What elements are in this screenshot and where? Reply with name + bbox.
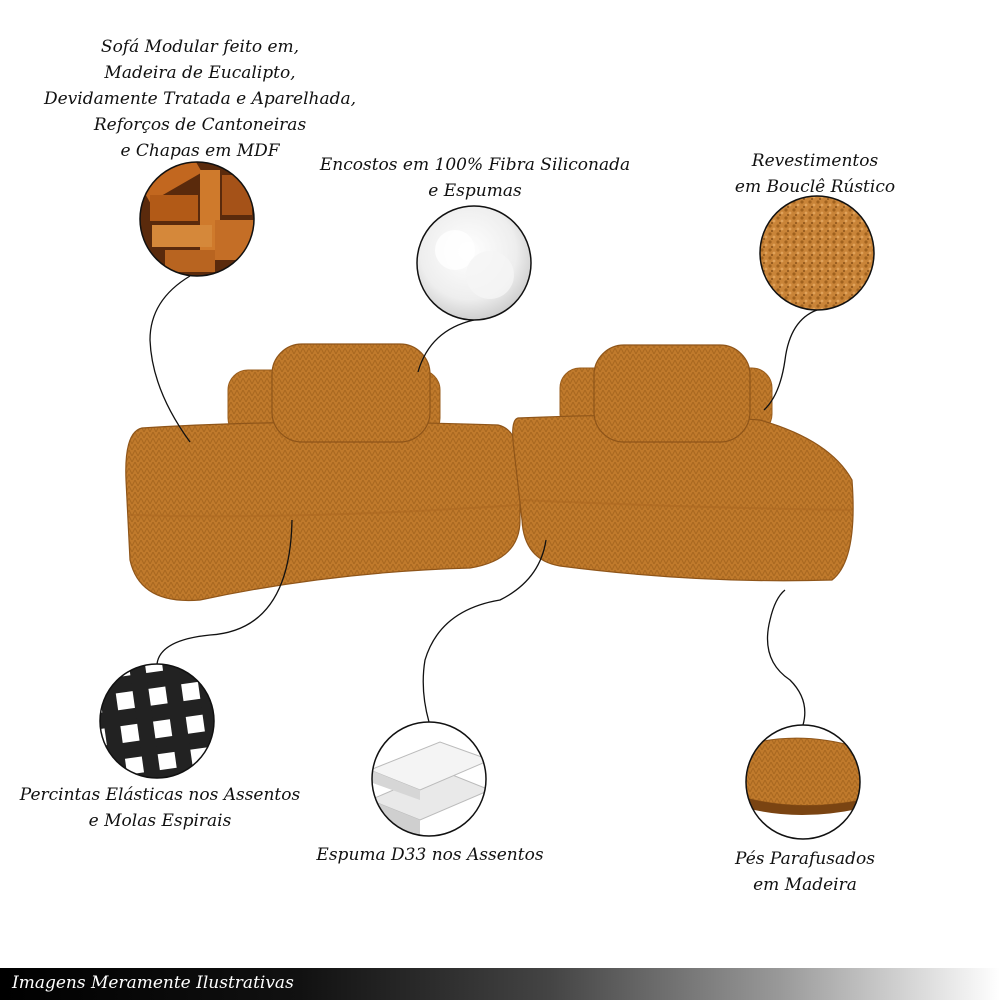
caption-line: Devidamente Tratada e Aparelhada,	[43, 89, 357, 109]
caption-line: e Espumas	[428, 181, 522, 201]
caption-line: Madeira de Eucalipto,	[104, 63, 296, 83]
wood-material-icon	[139, 161, 255, 277]
sofa-right-module	[512, 344, 854, 582]
connector-wood	[149, 275, 191, 443]
caption-line: Sofá Modular feito em,	[100, 37, 300, 57]
elastic-straps-icon	[99, 663, 215, 779]
caption-line: Pés Parafusados	[735, 849, 875, 869]
caption-line: em Bouclê Rústico	[734, 177, 896, 197]
boucle-fabric-icon	[759, 195, 875, 311]
fiber-material-icon	[416, 205, 532, 321]
caption-wood: Sofá Modular feito em, Madeira de Eucali…	[40, 34, 360, 164]
caption-line: e Molas Espirais	[88, 811, 232, 831]
caption-line: em Madeira	[753, 875, 857, 895]
feet-detail-icon	[745, 724, 861, 840]
caption-straps: Percintas Elásticas nos Assentos e Molas…	[10, 782, 310, 834]
caption-line: Encostos em 100% Fibra Siliconada	[319, 155, 631, 175]
connector-lines	[149, 275, 818, 726]
connector-fiber	[417, 319, 475, 373]
caption-line: e Chapas em MDF	[120, 141, 280, 161]
caption-fiber: Encostos em 100% Fibra Siliconada e Espu…	[310, 152, 640, 204]
connector-feet	[766, 589, 806, 726]
footer-disclaimer: Imagens Meramente Ilustrativas	[12, 973, 294, 993]
caption-line: Percintas Elásticas nos Assentos	[19, 785, 301, 805]
foam-layers-icon	[371, 721, 487, 837]
footer-banner: Imagens Meramente Ilustrativas	[0, 968, 1000, 1000]
connector-foam	[422, 539, 547, 723]
caption-feet: Pés Parafusados em Madeira	[710, 846, 900, 898]
caption-line: Reforços de Cantoneiras	[93, 115, 307, 135]
caption-boucle: Revestimentos em Bouclê Rústico	[720, 148, 910, 200]
caption-foam: Espuma D33 nos Assentos	[300, 842, 560, 868]
connector-straps	[156, 519, 293, 665]
caption-line: Revestimentos	[751, 151, 879, 171]
connector-boucle	[763, 309, 818, 411]
caption-line: Espuma D33 nos Assentos	[316, 845, 544, 865]
sofa-left-module	[125, 343, 521, 602]
